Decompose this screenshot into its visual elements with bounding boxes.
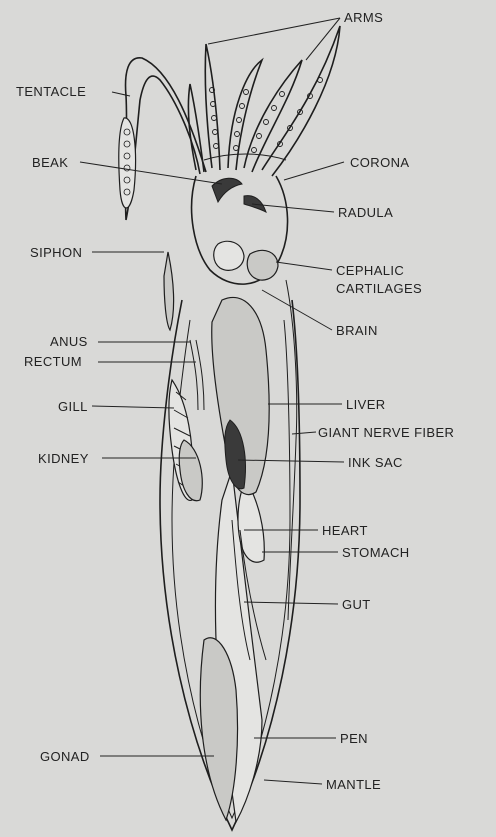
label-gut: GUT (342, 597, 371, 612)
label-ink-sac: INK SAC (348, 455, 403, 470)
corona-ring (204, 154, 286, 160)
label-liver: LIVER (346, 397, 386, 412)
label-mantle: MANTLE (326, 777, 381, 792)
tentacle-shape (125, 58, 206, 220)
brain-shape (214, 241, 244, 270)
label-corona: CORONA (350, 155, 409, 170)
label-beak: BEAK (32, 155, 68, 170)
siphon-tube (164, 252, 174, 330)
rectum-tube (190, 340, 204, 410)
label-arms: ARMS (344, 10, 383, 25)
label-rectum: RECTUM (24, 354, 82, 369)
arms-group (188, 26, 340, 176)
label-brain: BRAIN (336, 323, 378, 338)
label-anus: ANUS (50, 334, 88, 349)
label-pen: PEN (340, 731, 368, 746)
label-siphon: SIPHON (30, 245, 82, 260)
label-cephalic-line-1: CEPHALIC (336, 263, 404, 278)
tentacle-club (119, 118, 136, 208)
label-kidney: KIDNEY (38, 451, 89, 466)
label-gonad: GONAD (40, 749, 90, 764)
cephalic-cartilages (247, 250, 278, 280)
label-stomach: STOMACH (342, 545, 410, 560)
label-radula: RADULA (338, 205, 393, 220)
label-gill: GILL (58, 399, 88, 414)
label-heart: HEART (322, 523, 368, 538)
squid-illustration (119, 26, 340, 830)
label-giant-nerve-fiber: GIANT NERVE FIBER (318, 425, 454, 440)
beak-shape (212, 178, 242, 202)
label-cephalic-line-2: CARTILAGES (336, 281, 422, 296)
label-tentacle: TENTACLE (16, 84, 86, 99)
